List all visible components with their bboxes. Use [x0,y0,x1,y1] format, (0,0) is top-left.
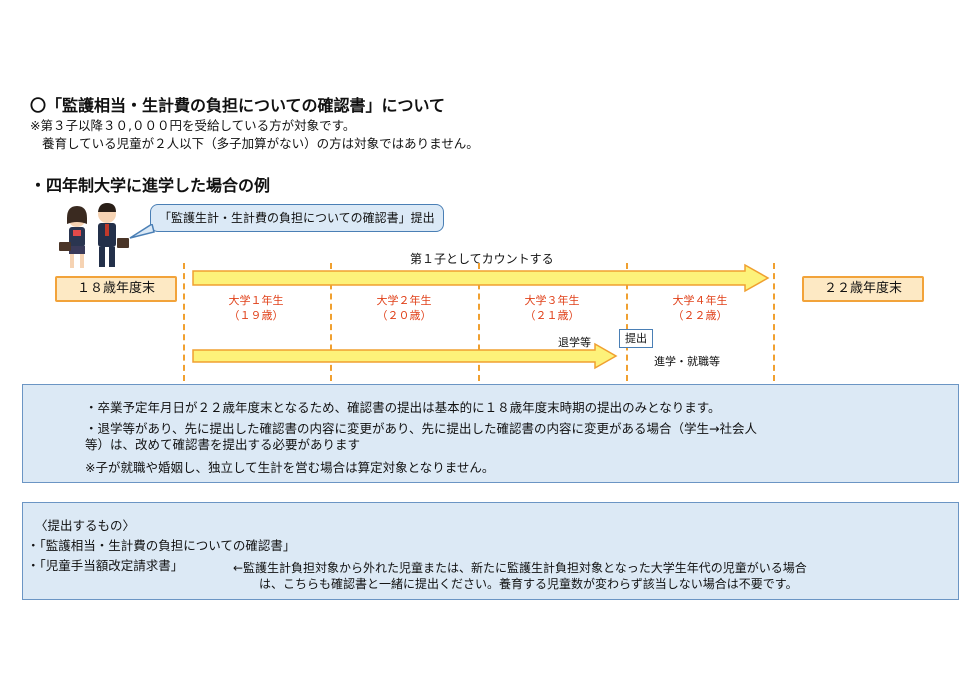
employment-label: 進学・就職等 [654,355,720,368]
year-2-age: （２０歳） [376,309,432,322]
year-4-age: （２２歳） [672,309,728,322]
year-3-age: （２１歳） [524,309,580,322]
year-3: 大学３年生 （２１歳） [492,293,612,323]
year-4-grade: 大学４年生 [672,294,728,307]
year-1-age: （１９歳） [228,309,284,322]
withdraw-label: 退学等 [558,336,591,349]
info-line-2a: ・退学等があり、先に提出した確認書の内容に変更があり、先に提出した確認書の内容に… [85,421,757,436]
target-note: ※第３子以降３０,０００円を受給している方が対象です。 [30,118,356,133]
bubble-tail [129,224,155,239]
divider-19 [330,263,332,381]
year-2-grade: 大学２年生 [376,294,432,307]
submit-item-2: ・「児童手当額改定請求書」 [27,558,184,573]
submit-bubble: 「監護生計・生計費の負担についての確認書」提出 [150,204,444,232]
submit-note-2: は、こちらも確認書と一緒に提出ください。養育する児童数が変わらず該当しない場合は… [259,577,798,591]
info-box: ・卒業予定年月日が２２歳年度末となるため、確認書の提出は基本的に１８歳年度末時期… [22,384,959,483]
count-label: 第１子としてカウントする [410,252,554,266]
year-1: 大学１年生 （１９歳） [196,293,316,323]
divider-20 [478,263,480,381]
submit-item-1: ・「監護相当・生計費の負担についての確認書」 [27,538,296,553]
submit-heading: 〈提出するもの〉 [35,518,136,533]
year-1-grade: 大学１年生 [228,294,284,307]
divider-21 [626,263,628,381]
end-age-box: ２２歳年度末 [802,276,924,302]
year-2: 大学２年生 （２０歳） [344,293,464,323]
start-age-box: １８歳年度末 [55,276,177,302]
submit-box: 〈提出するもの〉 ・「監護相当・生計費の負担についての確認書」 ・「児童手当額改… [22,502,959,600]
page-title: 〇「監護相当・生計費の負担についての確認書」について [30,96,446,115]
info-line-3: ※子が就職や婚姻し、独立して生計を営む場合は算定対象となりません。 [85,460,495,475]
count-arrow [192,263,770,293]
info-line-1: ・卒業予定年月日が２２歳年度末となるため、確認書の提出は基本的に１８歳年度末時期… [85,400,721,415]
divider-18 [183,263,185,381]
submit-note-1: ←監護生計負担対象から外れた児童または、新たに監護生計負担対象となった大学生年代… [233,561,807,575]
year-3-grade: 大学３年生 [524,294,580,307]
withdraw-arrow [192,342,618,370]
submit-tag: 提出 [619,329,653,348]
year-4: 大学４年生 （２２歳） [640,293,760,323]
section-subtitle: ・四年制大学に進学した場合の例 [30,176,271,195]
info-line-2b: 等）は、改めて確認書を提出する必要があります [85,437,361,452]
exclusion-note: 養育している児童が２人以下（多子加算がない）の方は対象ではありません。 [42,136,479,151]
divider-22 [773,263,775,381]
students-illustration [59,203,129,268]
